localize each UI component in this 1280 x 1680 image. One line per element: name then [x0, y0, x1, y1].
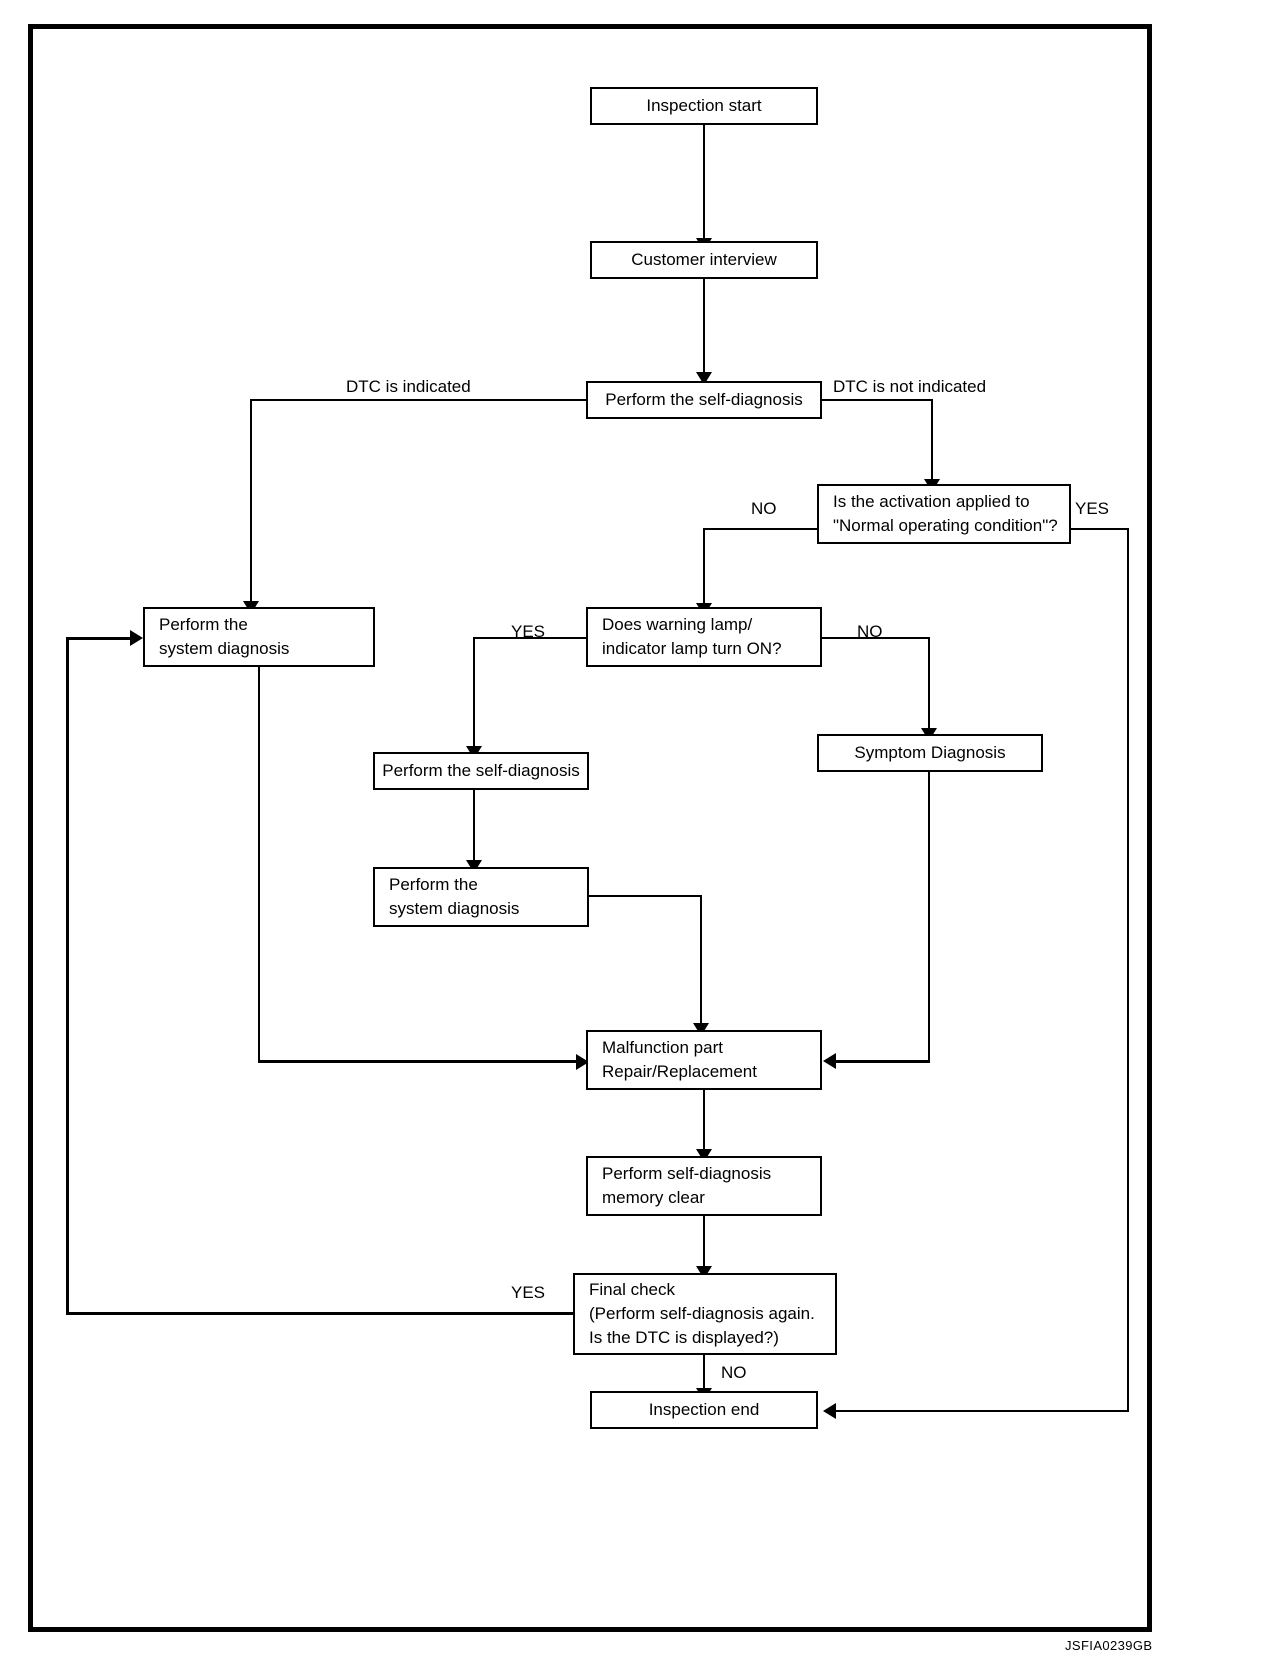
node-warning-lamp-question: Does warning lamp/ indicator lamp turn O… [586, 607, 822, 667]
edge-activation-yes-vertical [1127, 528, 1129, 1412]
arrowhead-malfunction-right [823, 1053, 836, 1069]
node-inspection-end: Inspection end [590, 1391, 818, 1429]
node-symptom-diagnosis: Symptom Diagnosis [817, 734, 1043, 772]
edge-final-no-vertical [703, 1355, 705, 1395]
edge-activation-yes-to-end [833, 1410, 1129, 1412]
edge-symptom-to-malfunction-vertical [928, 772, 930, 1061]
figure-reference-code: JSFIA0239GB [1065, 1638, 1153, 1653]
edge-malfunction-to-memoryclear [703, 1090, 705, 1156]
edge-lamp-no-horizontal [822, 637, 930, 639]
edge-final-yes-horizontal [66, 1312, 573, 1315]
edge-sysdiag-mid-horizontal [589, 895, 702, 897]
edge-system-diagnosis-left-to-malfunction [258, 1060, 588, 1063]
edge-dtc-indicated-horizontal [250, 399, 586, 401]
node-perform-self-diagnosis-top: Perform the self-diagnosis [586, 381, 822, 419]
edge-label-final-no: NO [721, 1363, 747, 1382]
edge-label-lamp-yes: YES [511, 622, 546, 641]
edge-interview-to-selfdiag [703, 279, 705, 379]
node-perform-system-diagnosis-mid: Perform the system diagnosis [373, 867, 589, 927]
edge-symptom-to-malfunction-horizontal [833, 1060, 930, 1063]
node-perform-self-diagnosis-mid: Perform the self-diagnosis [373, 752, 589, 790]
node-customer-interview: Customer interview [590, 241, 818, 279]
arrowhead-malfunction-left [576, 1054, 589, 1070]
edge-system-diagnosis-left-down [258, 667, 260, 1061]
edge-dtc-not-indicated-vertical [931, 399, 933, 486]
node-final-check: Final check (Perform self-diagnosis agai… [573, 1273, 837, 1355]
edge-label-activation-yes: YES [1075, 499, 1110, 518]
edge-label-activation-no: NO [751, 499, 777, 518]
edge-final-yes-vertical [66, 637, 69, 1314]
node-perform-system-diagnosis-left: Perform the system diagnosis [143, 607, 375, 667]
edge-label-lamp-no: NO [857, 622, 883, 641]
edge-memoryclear-to-finalcheck [703, 1216, 705, 1273]
node-malfunction-part: Malfunction part Repair/Replacement [586, 1030, 822, 1090]
edge-lamp-yes-vertical [473, 637, 475, 753]
edge-final-yes-to-sysdiag-left [66, 637, 132, 640]
diagram-frame: Inspection start Customer interview Perf… [28, 24, 1152, 1632]
edge-label-dtc-not-indicated: DTC is not indicated [833, 377, 987, 396]
arrowhead-inspection-end-right [823, 1403, 836, 1419]
edge-lamp-yes-horizontal [473, 637, 586, 639]
edge-start-to-interview [703, 125, 705, 245]
edge-activation-no-vertical [703, 528, 705, 610]
node-activation-question: Is the activation applied to "Normal ope… [817, 484, 1071, 544]
edge-label-dtc-indicated: DTC is indicated [346, 377, 471, 396]
node-inspection-start: Inspection start [590, 87, 818, 125]
edge-activation-yes-horizontal [1069, 528, 1129, 530]
node-memory-clear: Perform self-diagnosis memory clear [586, 1156, 822, 1216]
edge-sysdiag-mid-vertical [700, 895, 702, 1030]
edge-selfdiag-mid-to-sysdiag-mid [473, 790, 475, 867]
edge-lamp-no-vertical [928, 637, 930, 735]
edge-activation-no-horizontal [703, 528, 819, 530]
edge-label-final-yes: YES [511, 1283, 546, 1302]
arrowhead-system-diagnosis-left-loop [130, 630, 143, 646]
edge-dtc-indicated-vertical [250, 399, 252, 608]
edge-dtc-not-indicated-horizontal [822, 399, 933, 401]
